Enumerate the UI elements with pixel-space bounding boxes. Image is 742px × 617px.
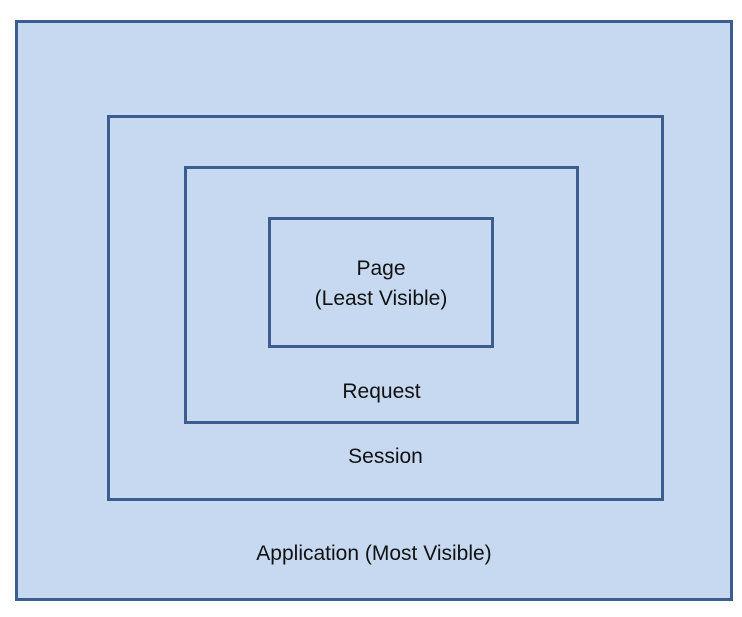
session-scope-label: Session bbox=[348, 445, 423, 468]
request-scope-box: Request Page (Least Visible) bbox=[184, 166, 579, 424]
page-scope-label-line1: Page bbox=[356, 257, 406, 280]
page-scope-box: Page (Least Visible) bbox=[268, 217, 494, 348]
request-scope-label: Request bbox=[342, 380, 421, 403]
application-scope-label: Application (Most Visible) bbox=[256, 542, 492, 565]
session-scope-box: Session Request Page (Least Visible) bbox=[107, 115, 664, 501]
page-scope-label-line2: (Least Visible) bbox=[314, 287, 448, 311]
application-scope-box: Application (Most Visible) Session Reque… bbox=[15, 20, 733, 601]
page-scope-label: Page (Least Visible) bbox=[271, 254, 491, 315]
